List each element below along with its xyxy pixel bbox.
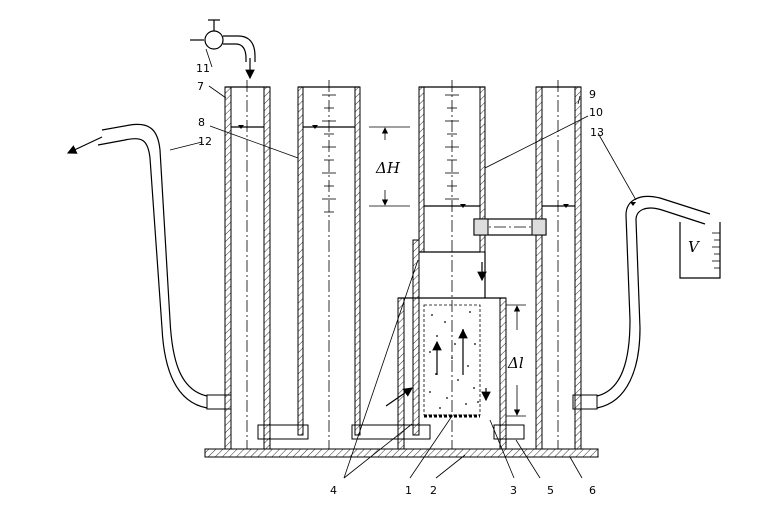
measuring-vessel [679, 222, 721, 279]
delta-l-label: Δl [507, 354, 524, 372]
tube-9 [535, 80, 582, 450]
hose-connector-right [572, 394, 598, 410]
soil-sample [423, 304, 481, 418]
bottom-connector-right [493, 424, 525, 440]
label-7: 7 [197, 80, 204, 93]
label-4: 4 [330, 484, 337, 497]
label-6: 6 [589, 484, 596, 497]
bottom-connector-mid [351, 424, 431, 440]
bottom-connector-left [257, 424, 309, 440]
tube-7 [224, 80, 271, 450]
hose-connector-left [206, 394, 232, 410]
hose-12 [66, 123, 208, 409]
outer-cylinder [397, 297, 507, 450]
label-13: 13 [590, 126, 604, 139]
label-9: 9 [589, 88, 596, 101]
label-2: 2 [430, 484, 437, 497]
upper-connector [473, 218, 547, 236]
label-11: 11 [196, 62, 210, 75]
valve-11 [190, 19, 256, 80]
base-plate [204, 448, 599, 458]
label-5: 5 [547, 484, 554, 497]
delta-h-dimension [369, 126, 410, 207]
hose-13 [596, 195, 711, 409]
label-8: 8 [198, 116, 205, 129]
delta-h-label: ΔH [375, 159, 401, 177]
label-3: 3 [510, 484, 517, 497]
label-1: 1 [405, 484, 412, 497]
delta-l-dimension [506, 304, 526, 417]
leader-lines [169, 48, 637, 479]
volume-label: V [688, 238, 701, 256]
tube-10 [412, 80, 486, 449]
label-12: 12 [198, 135, 212, 148]
label-10: 10 [589, 106, 603, 119]
tube-8 [297, 80, 361, 449]
flow-arrow-4 [385, 387, 413, 407]
